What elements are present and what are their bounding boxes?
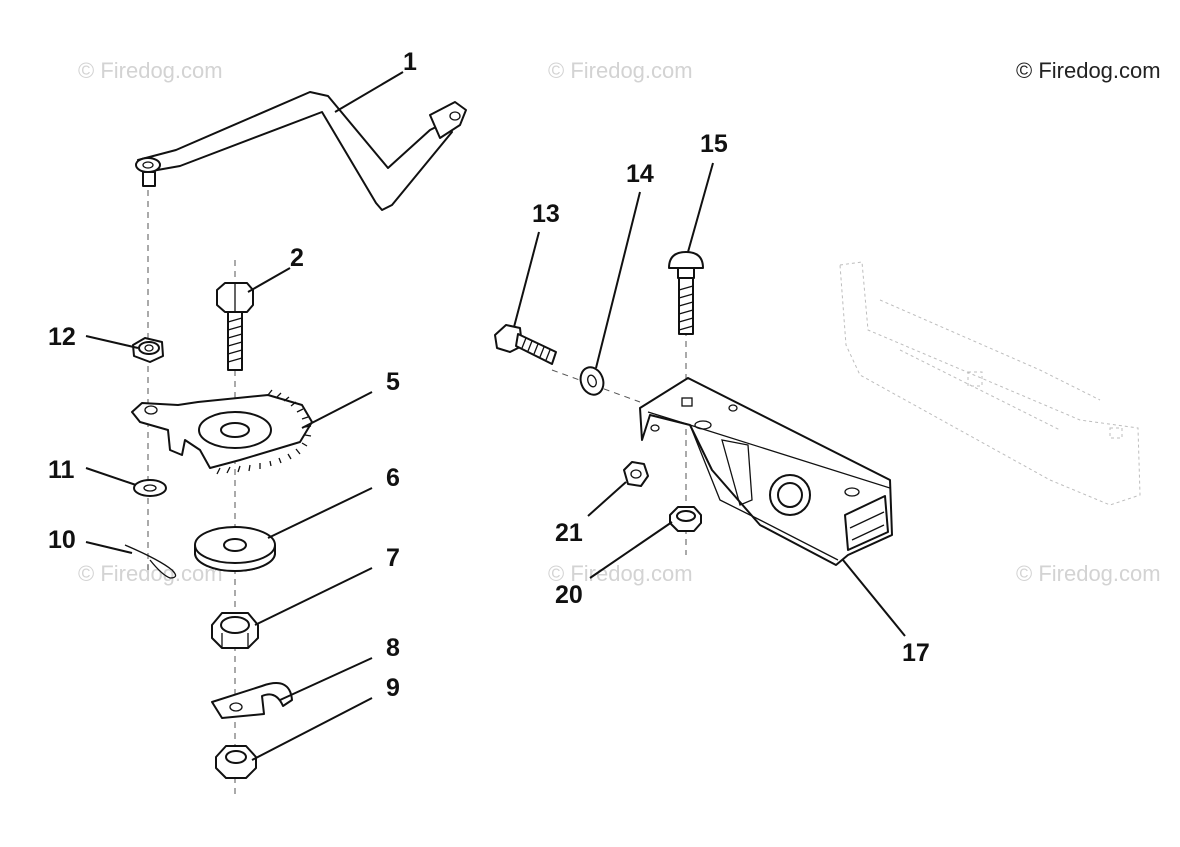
part-12-flange-nut bbox=[132, 337, 164, 363]
part-7-hex-nut bbox=[211, 612, 259, 649]
part-17-bracket bbox=[639, 377, 893, 566]
part-15-carriage-bolt bbox=[668, 251, 704, 335]
watermark: © Firedog.com bbox=[548, 561, 693, 586]
part-6-spacer bbox=[194, 526, 276, 572]
callout-label: 11 bbox=[48, 456, 75, 484]
part-8-clamp bbox=[211, 682, 293, 719]
callout-label: 7 bbox=[386, 544, 400, 572]
callout-label: 21 bbox=[555, 519, 583, 547]
part-9-hex-nut bbox=[215, 745, 257, 779]
part-14-washer bbox=[579, 366, 605, 396]
callout-label: 13 bbox=[532, 200, 560, 228]
callout-label: 20 bbox=[555, 581, 583, 609]
callout-label: 1 bbox=[403, 48, 417, 76]
part-13-bolt bbox=[494, 324, 557, 365]
leader-lines bbox=[85, 71, 906, 761]
watermark: © Firedog.com bbox=[1016, 561, 1161, 586]
watermark: © Firedog.com bbox=[78, 58, 223, 83]
part-10-cotter-pin bbox=[124, 544, 177, 579]
part-1-rod bbox=[135, 91, 467, 211]
part-5-sector-gear bbox=[131, 389, 313, 475]
callout-label: 2 bbox=[290, 244, 304, 272]
part-20-nut bbox=[669, 506, 702, 532]
callout-label: 6 bbox=[386, 464, 400, 492]
callout-label: 14 bbox=[626, 160, 654, 188]
watermark: © Firedog.com bbox=[78, 561, 223, 586]
callout-label: 15 bbox=[700, 130, 728, 158]
callout-label: 8 bbox=[386, 634, 400, 662]
callout-label: 17 bbox=[902, 639, 930, 667]
callout-label: 10 bbox=[48, 526, 76, 554]
part-11-washer bbox=[133, 479, 167, 497]
watermark: © Firedog.com bbox=[1016, 58, 1161, 83]
callout-label: 9 bbox=[386, 674, 400, 702]
watermark: © Firedog.com bbox=[548, 58, 693, 83]
callout-label: 12 bbox=[48, 323, 76, 351]
part-21-nut bbox=[623, 461, 649, 487]
callout-label: 5 bbox=[386, 368, 400, 396]
part-2-bolt bbox=[216, 282, 254, 371]
ghost-frame bbox=[839, 261, 1141, 506]
